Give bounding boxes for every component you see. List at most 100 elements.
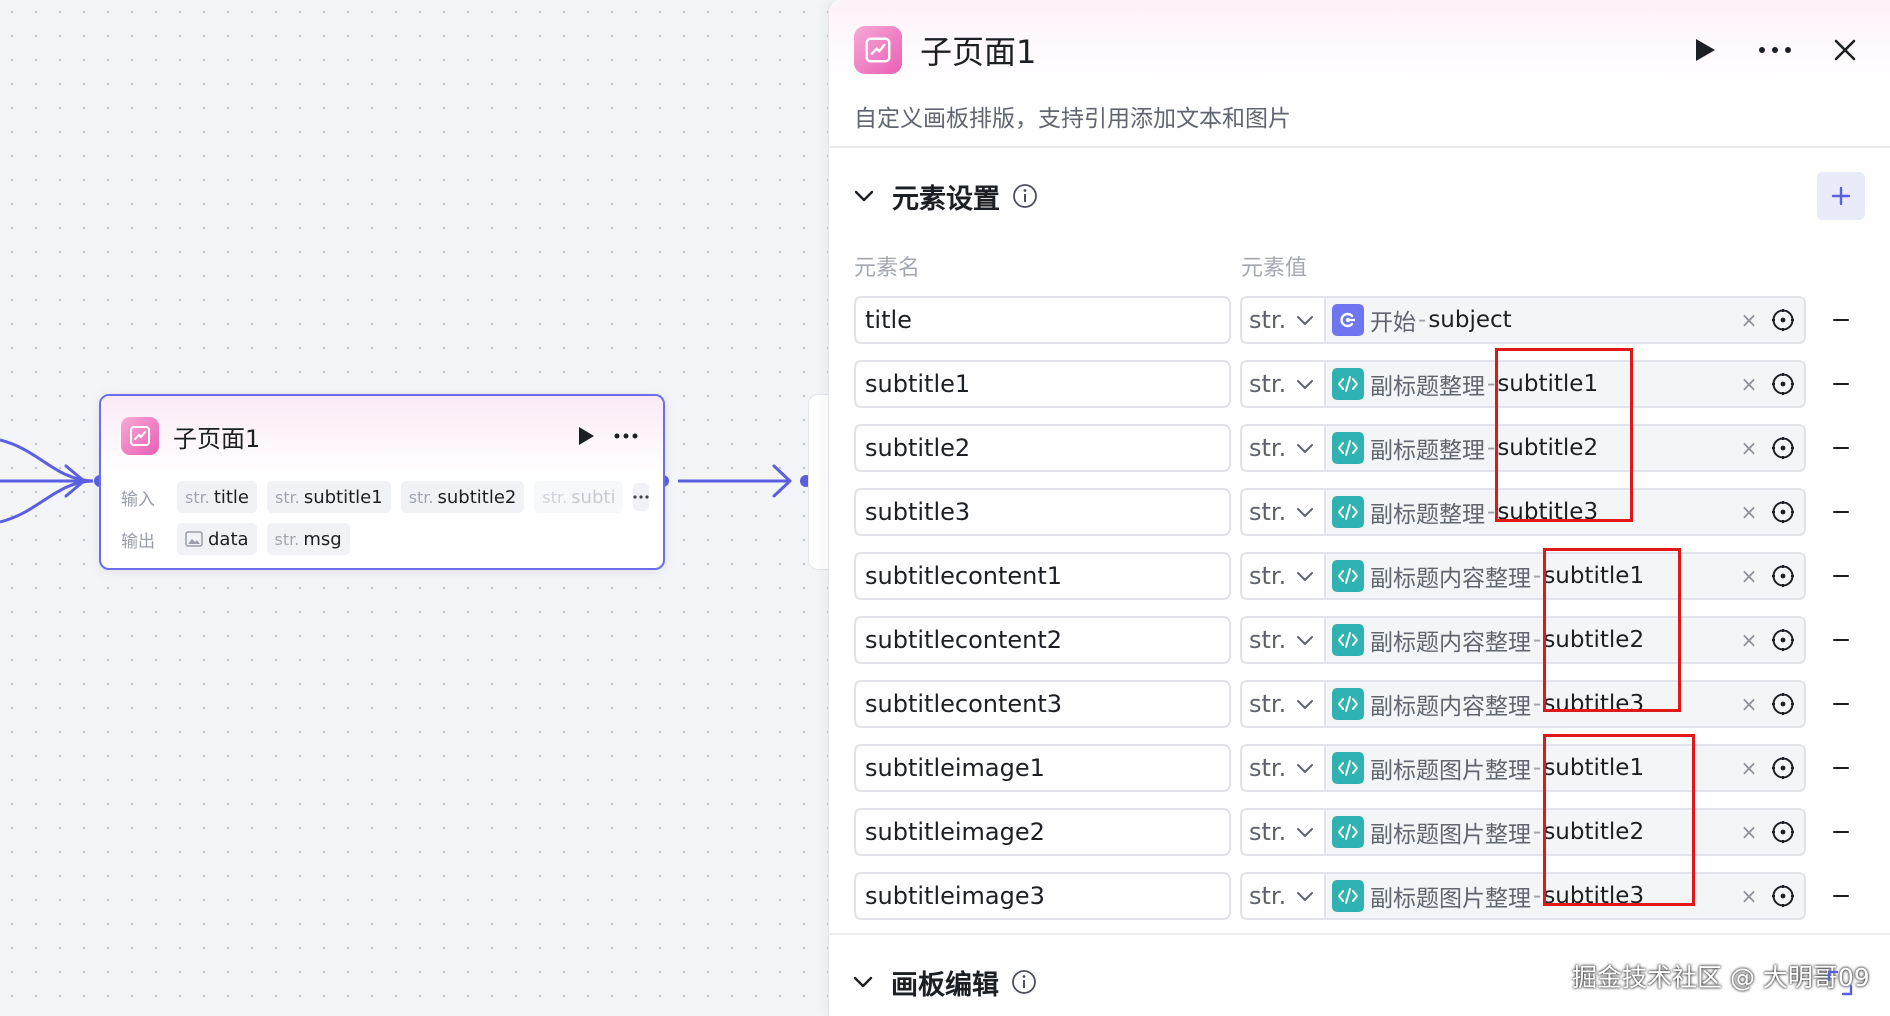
clear-icon[interactable]: × [1736, 554, 1762, 598]
reference-picker-icon[interactable] [1762, 682, 1804, 726]
element-value-field[interactable]: str.副标题图片整理 - subtitle3× [1240, 872, 1806, 920]
watermark: 掘金技术社区 @ 大明哥09 [1572, 963, 1870, 992]
remove-element-button[interactable] [1828, 638, 1854, 642]
clear-icon[interactable]: × [1736, 810, 1762, 854]
remove-element-button[interactable] [1828, 830, 1854, 834]
ref-separator: - [1533, 755, 1542, 781]
reference-picker-icon[interactable] [1762, 810, 1804, 854]
close-icon [1834, 39, 1856, 61]
more-button[interactable] [1755, 30, 1795, 70]
reference-value[interactable]: 副标题内容整理 - subtitle1 [1326, 554, 1736, 598]
type-select[interactable]: str. [1242, 682, 1326, 726]
reference-picker-icon[interactable] [1762, 490, 1804, 534]
element-name-input[interactable]: subtitleimage1 [854, 744, 1231, 792]
element-value-field[interactable]: str.副标题内容整理 - subtitle2× [1240, 616, 1806, 664]
element-name-input[interactable]: subtitle1 [854, 360, 1231, 408]
element-value-field[interactable]: str.副标题整理 - subtitle1× [1240, 360, 1806, 408]
remove-element-button[interactable] [1828, 766, 1854, 770]
ref-variable: subtitle1 [1543, 563, 1645, 589]
reference-picker-icon[interactable] [1762, 554, 1804, 598]
reference-value[interactable]: 副标题图片整理 - subtitle1 [1326, 746, 1736, 790]
element-value-field[interactable]: str.副标题内容整理 - subtitle3× [1240, 680, 1806, 728]
clear-icon[interactable]: × [1736, 746, 1762, 790]
clear-icon[interactable]: × [1736, 490, 1762, 534]
remove-element-button[interactable] [1828, 318, 1854, 322]
node-more-button[interactable] [609, 419, 643, 453]
chevron-down-icon [1296, 571, 1314, 582]
reference-picker-icon[interactable] [1762, 362, 1804, 406]
run-node-button[interactable] [569, 419, 603, 453]
element-name-input[interactable]: subtitleimage3 [854, 872, 1231, 920]
element-value-field[interactable]: str.副标题整理 - subtitle2× [1240, 424, 1806, 472]
element-value-field[interactable]: str.副标题图片整理 - subtitle1× [1240, 744, 1806, 792]
remove-element-button[interactable] [1828, 894, 1854, 898]
clear-icon[interactable]: × [1736, 874, 1762, 918]
type-select[interactable]: str. [1242, 490, 1326, 534]
subpage-node[interactable]: 子页面1 输入 str.title str.subtitle1 str.subt… [99, 394, 665, 570]
element-value-field[interactable]: str.副标题图片整理 - subtitle2× [1240, 808, 1806, 856]
start-icon [1332, 304, 1364, 336]
clear-icon[interactable]: × [1736, 362, 1762, 406]
add-element-button[interactable] [1817, 172, 1865, 220]
remove-element-button[interactable] [1828, 574, 1854, 578]
ref-variable: subtitle2 [1543, 627, 1645, 653]
type-select[interactable]: str. [1242, 554, 1326, 598]
reference-picker-icon[interactable] [1762, 426, 1804, 470]
element-name-input[interactable]: subtitle3 [854, 488, 1231, 536]
element-name-input[interactable]: subtitle2 [854, 424, 1231, 472]
reference-value[interactable]: 副标题图片整理 - subtitle3 [1326, 874, 1736, 918]
run-button[interactable] [1685, 30, 1725, 70]
element-value-field[interactable]: str.副标题内容整理 - subtitle1× [1240, 552, 1806, 600]
type-select[interactable]: str. [1242, 810, 1326, 854]
type-select[interactable]: str. [1242, 746, 1326, 790]
node-inputs-row: 输入 str.title str.subtitle1 str.subtitle2… [101, 476, 663, 518]
clear-icon[interactable]: × [1736, 682, 1762, 726]
code-icon [1332, 560, 1364, 592]
reference-value[interactable]: 副标题整理 - subtitle1 [1326, 362, 1736, 406]
type-select[interactable]: str. [1242, 298, 1326, 342]
reference-picker-icon[interactable] [1762, 618, 1804, 662]
ref-variable: subtitle1 [1497, 371, 1599, 397]
type-select[interactable]: str. [1242, 426, 1326, 470]
reference-value[interactable]: 副标题整理 - subtitle2 [1326, 426, 1736, 470]
clear-icon[interactable]: × [1736, 618, 1762, 662]
ref-variable: subject [1428, 307, 1512, 333]
reference-picker-icon[interactable] [1762, 298, 1804, 342]
reference-value[interactable]: 副标题整理 - subtitle3 [1326, 490, 1736, 534]
reference-picker-icon[interactable] [1762, 746, 1804, 790]
element-name-input[interactable]: title [854, 296, 1231, 344]
reference-value[interactable]: 副标题内容整理 - subtitle3 [1326, 682, 1736, 726]
clear-icon[interactable]: × [1736, 298, 1762, 342]
remove-element-button[interactable] [1828, 510, 1854, 514]
clear-icon[interactable]: × [1736, 426, 1762, 470]
element-name-input[interactable]: subtitlecontent1 [854, 552, 1231, 600]
type-select[interactable]: str. [1242, 618, 1326, 662]
element-value-field[interactable]: str.副标题整理 - subtitle3× [1240, 488, 1806, 536]
element-name-input[interactable]: subtitlecontent3 [854, 680, 1231, 728]
element-name-input[interactable]: subtitleimage2 [854, 808, 1231, 856]
type-select[interactable]: str. [1242, 874, 1326, 918]
remove-element-button[interactable] [1828, 382, 1854, 386]
close-button[interactable] [1825, 30, 1865, 70]
expand-icon[interactable] [1825, 968, 1855, 1002]
ref-variable: subtitle3 [1543, 691, 1645, 717]
reference-value[interactable]: 副标题图片整理 - subtitle2 [1326, 810, 1736, 854]
element-value-field[interactable]: str.开始 - subject× [1240, 296, 1806, 344]
node-outputs-row: 输出 data str.msg [101, 518, 663, 560]
reference-value[interactable]: 副标题内容整理 - subtitle2 [1326, 618, 1736, 662]
reference-picker-icon[interactable] [1762, 874, 1804, 918]
info-icon[interactable] [1011, 969, 1037, 995]
reference-value[interactable]: 开始 - subject [1326, 298, 1736, 342]
element-name-input[interactable]: subtitlecontent2 [854, 616, 1231, 664]
canvas-edit-header[interactable]: 画板编辑 [853, 950, 1037, 1014]
ref-separator: - [1533, 691, 1542, 717]
info-icon[interactable] [1012, 183, 1038, 209]
chevron-down-icon [1296, 635, 1314, 646]
inputs-more-button[interactable] [633, 483, 650, 511]
type-select[interactable]: str. [1242, 362, 1326, 406]
remove-element-button[interactable] [1828, 702, 1854, 706]
workflow-canvas[interactable]: 子页面1 输入 str.title str.subtitle1 str.subt… [0, 0, 848, 1016]
element-settings-header[interactable]: 元素设置 [829, 148, 1890, 244]
remove-element-button[interactable] [1828, 446, 1854, 450]
